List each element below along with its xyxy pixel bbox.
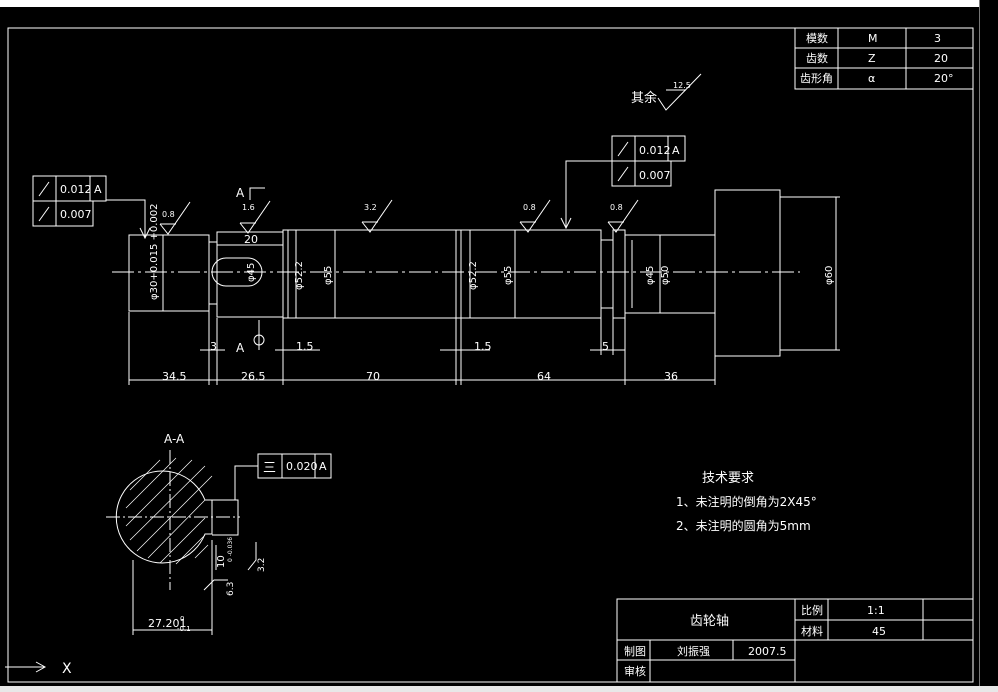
roughness-bearing-right: 0.8 — [523, 203, 536, 212]
checked-label: 审核 — [624, 664, 646, 678]
scale-label: 比例 — [801, 603, 823, 617]
section-width-value: 10 — [216, 555, 227, 568]
part-name: 齿轮轴 — [690, 614, 729, 629]
diameter-d4a: φ45 — [645, 266, 656, 285]
param-symbol-module: M — [868, 32, 878, 45]
section-cut-a — [249, 187, 265, 350]
shaft-outline — [128, 189, 781, 357]
param-name-pressure-angle: 齿形角 — [800, 72, 833, 85]
param-symbol-pressure-angle: α — [868, 72, 875, 85]
length-gap4: 5 — [602, 340, 609, 353]
param-value-pressure-angle: 20° — [934, 72, 954, 85]
param-name-teeth: 齿数 — [806, 52, 828, 65]
material-label: 材料 — [801, 624, 823, 638]
ucs-x-label: X — [62, 661, 72, 677]
roughness-keyway: 1.6 — [242, 203, 255, 212]
roughness-rest-symbol — [657, 73, 702, 111]
diameter-d2a: φ52.2 — [294, 261, 305, 290]
left-runout-value: 0.012 — [60, 183, 92, 196]
length-l4: 64 — [537, 370, 551, 383]
status-bar — [0, 686, 998, 692]
length-dims — [128, 305, 716, 385]
length-l3: 70 — [366, 370, 380, 383]
drawing-border — [7, 27, 974, 683]
param-value-module: 3 — [934, 32, 941, 45]
section-view-title: A-A — [164, 432, 185, 446]
length-gap3: 1.5 — [474, 340, 492, 353]
roughness-bearing-left: 0.8 — [162, 210, 175, 219]
section-view — [106, 450, 332, 635]
roughness-shoulder-right: 0.8 — [610, 203, 623, 212]
right-runout-datum: A — [672, 144, 680, 157]
diameter-d3b: φ55 — [503, 266, 514, 285]
diameter-gear: φ60 — [824, 266, 835, 285]
material-value: 45 — [872, 625, 886, 638]
notes-item-1: 1、未注明的倒角为2X45° — [676, 494, 817, 509]
drawn-name: 刘振强 — [677, 644, 710, 658]
right-cylindricity-value: 0.007 — [639, 169, 671, 182]
diameter-d4b: φ50 — [660, 266, 671, 285]
ucs-icon — [5, 661, 47, 673]
app-top-strip — [0, 0, 998, 7]
section-symmetry-datum: A — [319, 460, 327, 473]
length-key: 20 — [244, 233, 258, 246]
length-l1: 34.5 — [162, 370, 187, 383]
length-l2: 26.5 — [241, 370, 266, 383]
diameter-d2b: φ55 — [323, 266, 334, 285]
params-table — [794, 27, 974, 90]
right-runout-value: 0.012 — [639, 144, 671, 157]
section-depth-tol-upper: 0 — [180, 615, 184, 623]
diameter-keyway: φ45 — [246, 263, 257, 282]
roughness-section-b: 6.3 — [226, 582, 236, 596]
roughness-middle: 3.2 — [364, 203, 377, 212]
param-symbol-teeth: Z — [868, 52, 876, 65]
left-runout-datum: A — [94, 183, 102, 196]
right-tolerance-frame — [560, 135, 686, 230]
section-depth-tol-lower: -0.1 — [177, 625, 191, 633]
section-mark-a-top: A — [236, 186, 245, 200]
right-scrollbar[interactable] — [979, 0, 998, 692]
roughness-rest-value: 12.5 — [673, 81, 691, 90]
left-cylindricity-value: 0.007 — [60, 208, 92, 221]
diameter-dims — [162, 196, 840, 351]
left-tolerance-frame — [32, 175, 151, 240]
section-depth-value: 27.201 — [148, 617, 187, 630]
roughness-rest-label: 其余 — [631, 90, 657, 106]
roughness-section-a: 3.2 — [257, 558, 267, 572]
length-l5: 36 — [664, 370, 678, 383]
diameter-d1: φ30+0.015 +0.002 — [149, 203, 160, 300]
title-block — [616, 598, 974, 683]
notes-item-2: 2、未注明的圆角为5mm — [676, 518, 811, 533]
notes-title: 技术要求 — [702, 471, 754, 486]
param-value-teeth: 20 — [934, 52, 948, 65]
symmetry-symbol: 三 — [263, 461, 276, 476]
roughness-symbols — [159, 199, 639, 235]
drawn-date: 2007.5 — [748, 645, 787, 658]
length-gap2: 1.5 — [296, 340, 314, 353]
length-gap1: 3 — [210, 340, 217, 353]
drawn-label: 制图 — [624, 645, 646, 658]
section-mark-a-bottom: A — [236, 341, 245, 355]
scale-value: 1:1 — [867, 604, 885, 617]
section-symmetry-value: 0.020 — [286, 460, 318, 473]
param-name-module: 模数 — [806, 32, 828, 45]
diameter-d3a: φ52.2 — [468, 261, 479, 290]
section-width-tol: 0 -0.036 — [227, 537, 234, 562]
